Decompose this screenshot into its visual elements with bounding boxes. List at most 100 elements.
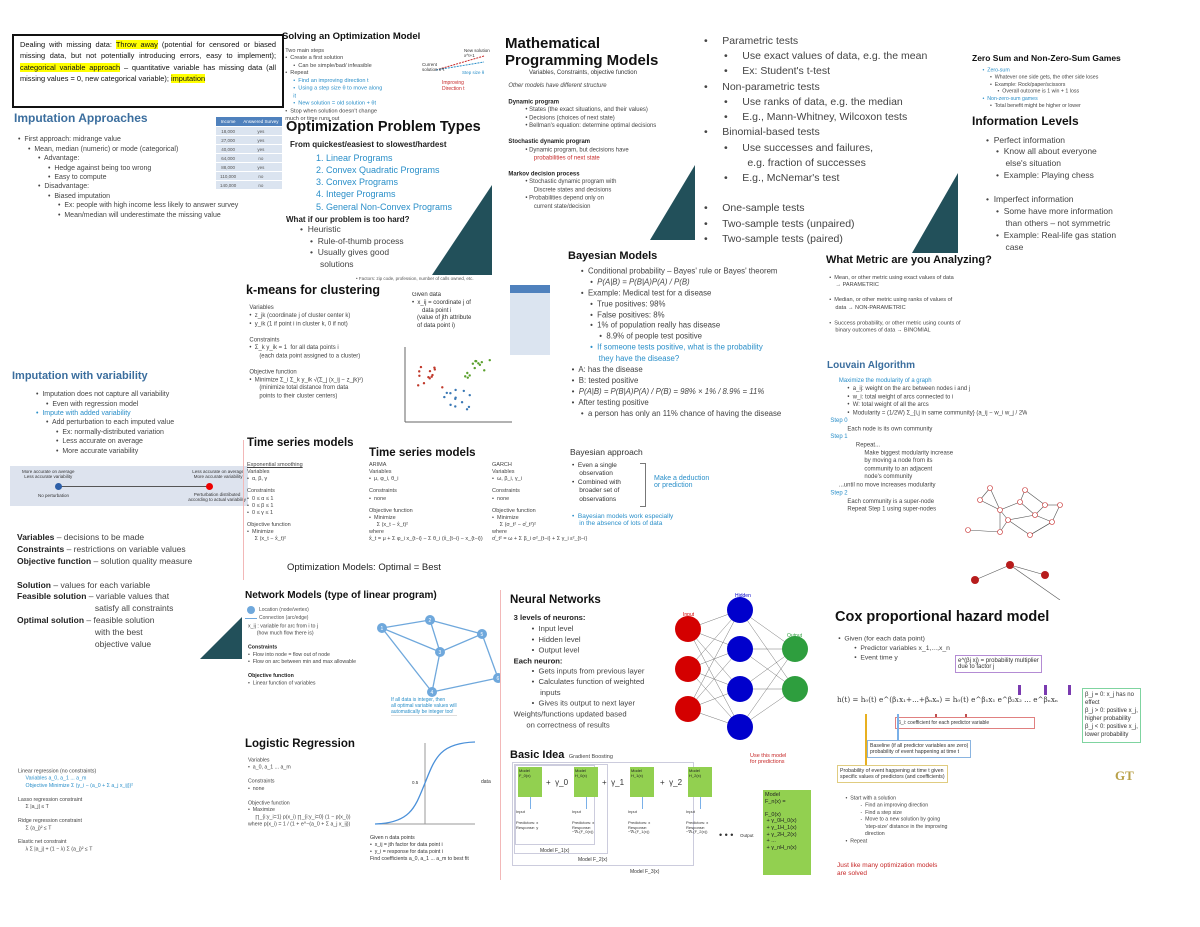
list-item: - Move to a new solution by going 'step-… <box>860 816 948 837</box>
list-item: • Σ_k y_ik = 1 for all data points i <box>249 344 339 351</box>
graph-node <box>1032 512 1038 518</box>
model-line: • 0 ≤ α ≤ 1 <box>247 495 274 502</box>
too-hard-heading: What if our problem is too hard? <box>286 214 410 224</box>
list-item: Objective function <box>249 368 297 375</box>
list-item: on correctness of results <box>513 719 610 729</box>
super-node <box>1006 561 1014 569</box>
cluster-point <box>468 393 471 397</box>
given-line: data point i <box>412 307 452 314</box>
list-item: • Heuristic <box>300 223 341 234</box>
given-line: • y_i = response for data point i <box>370 849 443 856</box>
network-models-panel: Network Models (type of linear program) … <box>245 590 500 735</box>
table-cell: 18,000 <box>216 126 241 136</box>
list-item <box>826 312 1026 320</box>
cluster-point <box>449 392 452 395</box>
definition-line: satisfy all constraints <box>17 603 242 615</box>
gamma-label: + γ_0 <box>546 779 568 787</box>
cluster-point <box>454 405 457 408</box>
network-node <box>425 615 435 625</box>
list-item: • W: total weight of all the arcs <box>847 401 929 408</box>
network-arc <box>481 633 499 679</box>
model-line: • Minimize <box>492 514 519 521</box>
list-item: • Flow on arc between min and max allowa… <box>248 659 357 665</box>
graph-node <box>1042 502 1048 508</box>
cluster-point <box>465 408 469 411</box>
cluster-point <box>464 375 467 378</box>
given-line: of data point i) <box>412 323 456 330</box>
scale-left-bottom: No perturbation <box>38 493 70 498</box>
list-item: where p(x_i) = 1 / (1 + e^−(a_0 + Σ a_j … <box>248 821 351 827</box>
graph-edge <box>1019 501 1036 516</box>
list-item: • Event time y <box>854 652 898 661</box>
table-cell: yes <box>240 135 282 145</box>
network-arc <box>381 619 431 629</box>
list-item: • Example: Rock/paper/scissors <box>990 82 1066 88</box>
plus-sign: + <box>602 778 612 787</box>
information-levels-list: • Perfect information• Know all about ev… <box>972 135 1197 254</box>
model-line: Constraints <box>492 488 520 495</box>
multiplier-box: e^(βj xj) = probability multiplier due t… <box>955 655 1042 673</box>
list-item: Discrete states and decisions <box>533 187 612 194</box>
network-arc <box>431 677 499 693</box>
step-line <box>435 61 485 71</box>
bayesian-data-note: • Bayesian models work especially in the… <box>572 513 674 527</box>
definition-line: with the best <box>17 627 242 639</box>
model-line: • ω, β_i, γ_i <box>492 476 522 483</box>
neuron-connection <box>687 609 741 670</box>
bayesian-approach-list: • Even a single observation• Combined wi… <box>572 462 621 504</box>
definition-text: – solution quality measure <box>91 555 193 566</box>
input-arrow <box>642 797 643 809</box>
definition-term: Feasible solution <box>17 591 87 602</box>
list-item: • a person has only an 11% chance of hav… <box>580 408 782 418</box>
louvain-list: Maximize the modularity of a graph• a_ij… <box>827 377 1027 513</box>
new-solution-label: New solution x^t+1 <box>464 48 490 58</box>
solving-steps: Two main steps• Create a first solution•… <box>282 47 386 122</box>
definition-term <box>17 568 19 578</box>
network-title: Network Models (type of linear program) <box>245 590 437 601</box>
problem-types-title: Optimization Problem Types <box>286 120 481 135</box>
probability-box: Probability of event happening at time t… <box>837 765 948 783</box>
list-item <box>972 182 1197 194</box>
cluster-point <box>478 363 482 367</box>
logistic-curve <box>374 741 476 825</box>
games-panel: Zero Sum and Non-Zero-Sum Games • Zero-s… <box>972 54 1197 254</box>
list-item: Constraints <box>248 778 275 784</box>
table-cell: yes <box>240 126 282 136</box>
missing-text-2: – quantitative variable has missing data… <box>20 62 276 84</box>
table-cell: 88,000 <box>216 162 241 172</box>
list-item: • Ex: normally-distributed variation <box>56 428 164 436</box>
gamma: γ_2 <box>669 778 683 787</box>
cluster-point <box>418 370 421 373</box>
divider <box>500 590 501 880</box>
cluster-point <box>454 396 457 399</box>
cox-title: Cox proportional hazard model <box>835 610 1050 625</box>
cluster-point <box>466 376 469 379</box>
regression-list: Linear regression (no constraints)Variab… <box>15 768 210 853</box>
input-label: Input <box>516 809 525 814</box>
metric-list: • Mean, or other metric using exact valu… <box>826 274 1026 334</box>
cluster-point <box>430 375 433 378</box>
output-label: Output <box>740 833 754 838</box>
model-line: Constraints <box>369 488 397 495</box>
cluster-point <box>433 368 437 371</box>
math-programming-title: Mathematical Programming Models <box>505 36 659 69</box>
imputation-variability-title: Imputation with variability <box>12 370 148 382</box>
given-line: Given n data points <box>370 835 415 841</box>
list-item: Markov decision process <box>508 171 580 178</box>
list-item: • Total benefit might be higher or lower <box>990 103 1081 109</box>
cluster-point <box>462 389 466 393</box>
list-item: • B: tested positive <box>571 375 639 385</box>
time-series-title: Time series models <box>247 437 354 449</box>
network-node <box>435 647 445 657</box>
list-item: • States (the exact situations, and thei… <box>525 106 648 113</box>
approach-line: • Even a single <box>572 462 617 469</box>
input-label: Input <box>572 809 581 814</box>
model-f3-box <box>512 762 694 866</box>
definition-line: Variables – decisions to be made <box>17 532 242 544</box>
scale-right-bottom: Perturbation distributed according to ac… <box>188 492 246 502</box>
arrow-multiplier <box>1018 685 1021 695</box>
solution-steps-list: • Start with a solution- Find an improvi… <box>835 795 1008 845</box>
